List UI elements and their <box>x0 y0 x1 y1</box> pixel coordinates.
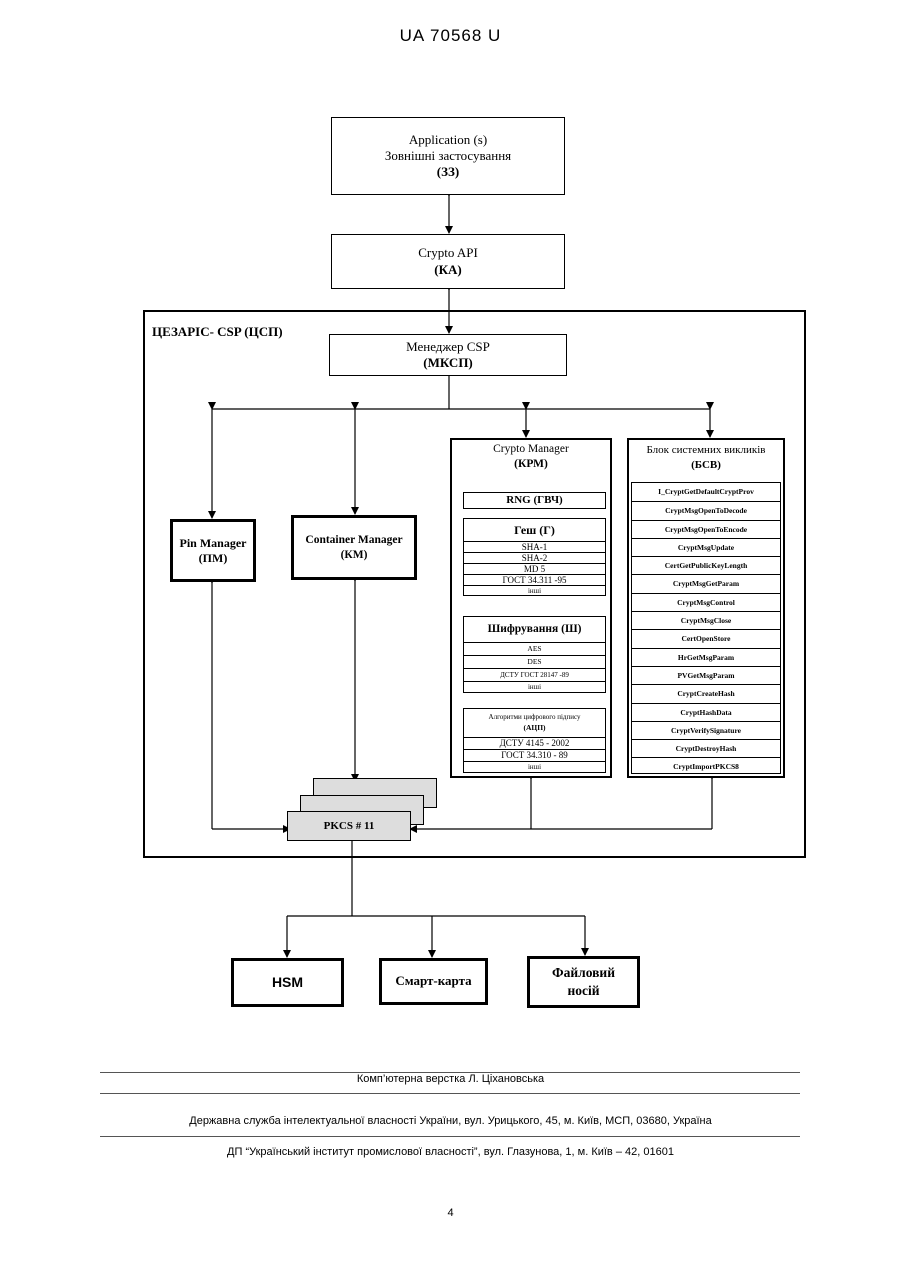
system-call-item: CryptMsgOpenToEncode <box>632 520 780 538</box>
hash-item: MD 5 <box>464 563 605 574</box>
office-address: Державна служба інтелектуальної власност… <box>0 1115 901 1127</box>
system-call-item: CertGetPublicKeyLength <box>632 556 780 574</box>
system-call-item: CryptMsgUpdate <box>632 538 780 556</box>
system-call-item: CryptMsgOpenToDecode <box>632 501 780 519</box>
system-call-item: CryptImportPKCS8 <box>632 757 780 775</box>
pin-manager-abbr: (ПМ) <box>199 551 228 566</box>
csp-manager-abbr: (МКСП) <box>423 355 473 371</box>
system-calls-title: Блок системних викликів <box>629 443 783 457</box>
system-call-item: CryptCreateHash <box>632 684 780 702</box>
rng-box: RNG (ГВЧ) <box>463 492 606 509</box>
hash-item: інші <box>464 585 605 596</box>
cipher-item: AES <box>464 642 605 655</box>
crypto-api-title: Crypto API <box>418 245 478 261</box>
hsm-label: HSM <box>272 974 303 992</box>
crypto-manager-title: Crypto Manager <box>452 442 610 457</box>
csp-manager-box: Менеджер CSP (МКСП) <box>329 334 567 376</box>
system-call-item: CryptMsgGetParam <box>632 574 780 592</box>
cipher-box: Шифрування (Ш) AES DES ДСТУ ГОСТ 28147 -… <box>463 616 606 693</box>
container-manager-box: Container Manager (КМ) <box>291 515 417 580</box>
crypto-api-abbr: (КА) <box>434 262 461 278</box>
system-call-item: CertOpenStore <box>632 629 780 647</box>
application-title: Application (s) <box>409 132 487 148</box>
pkcs-label: PKCS # 11 <box>324 820 375 832</box>
cipher-item: ДСТУ ГОСТ 28147 -89 <box>464 668 605 681</box>
signature-box: Алгоритми цифрового підпису (АЦП) ДСТУ 4… <box>463 708 606 773</box>
system-call-item: CryptMsgControl <box>632 593 780 611</box>
signature-abbr: (АЦП) <box>464 723 605 737</box>
csp-manager-title: Менеджер CSP <box>406 339 490 355</box>
system-calls-box: Блок системних викликів (БСВ) I_CryptGet… <box>627 438 785 778</box>
system-calls-abbr: (БСВ) <box>629 458 783 472</box>
smart-card-label: Смарт-карта <box>395 973 471 989</box>
signature-item: ДСТУ 4145 - 2002 <box>464 737 605 749</box>
system-call-item: CryptDestroyHash <box>632 739 780 757</box>
crypto-api-box: Crypto API (КА) <box>331 234 565 289</box>
application-abbr: (ЗЗ) <box>437 164 459 180</box>
system-call-item: CryptMsgClose <box>632 611 780 629</box>
crypto-manager-abbr: (КРМ) <box>452 457 610 472</box>
layout-credit: Комп’ютерна верстка Л. Ціхановська <box>0 1073 901 1085</box>
cipher-item: DES <box>464 655 605 668</box>
page-number: 4 <box>0 1207 901 1219</box>
hash-item: SHA-1 <box>464 541 605 552</box>
signature-item: інші <box>464 761 605 772</box>
system-call-item: CryptHashData <box>632 703 780 721</box>
application-subtitle: Зовнішні застосування <box>385 148 511 164</box>
system-call-item: CryptVerifySignature <box>632 721 780 739</box>
rng-label: RNG (ГВЧ) <box>506 494 562 506</box>
hsm-box: HSM <box>231 958 344 1007</box>
signature-title: Алгоритми цифрового підпису <box>464 709 605 723</box>
footer-divider-middle <box>100 1093 800 1094</box>
hash-item: SHA-2 <box>464 552 605 563</box>
csp-frame-label: ЦЕЗАРІС- CSP (ЦСП) <box>152 324 283 340</box>
file-media-label-line2: носій <box>567 982 599 1000</box>
system-call-item: HrGetMsgParam <box>632 648 780 666</box>
system-call-item: PVGetMsgParam <box>632 666 780 684</box>
footer-divider-bottom <box>100 1136 800 1137</box>
institute-address: ДП “Український інститут промислової вла… <box>0 1146 901 1158</box>
smart-card-box: Смарт-карта <box>379 958 488 1005</box>
container-manager-abbr: (КМ) <box>341 548 368 562</box>
application-box: Application (s) Зовнішні застосування (З… <box>331 117 565 195</box>
cipher-title: Шифрування (Ш) <box>464 617 605 642</box>
signature-item: ГОСТ 34.310 - 89 <box>464 749 605 761</box>
hash-item: ГОСТ 34.311 -95 <box>464 574 605 585</box>
pkcs-box: PKCS # 11 <box>287 811 411 841</box>
file-media-label-line1: Файловий <box>552 964 615 982</box>
system-call-item: I_CryptGetDefaultCryptProv <box>632 483 780 501</box>
pin-manager-box: Pin Manager (ПМ) <box>170 519 256 582</box>
pin-manager-title: Pin Manager <box>180 536 247 551</box>
hash-box: Геш (Г) SHA-1 SHA-2 MD 5 ГОСТ 34.311 -95… <box>463 518 606 596</box>
file-media-box: Файловий носій <box>527 956 640 1008</box>
crypto-manager-box: Crypto Manager (КРМ) RNG (ГВЧ) Геш (Г) S… <box>450 438 612 778</box>
container-manager-title: Container Manager <box>305 533 402 547</box>
hash-title: Геш (Г) <box>464 519 605 541</box>
cipher-item: інші <box>464 681 605 693</box>
system-calls-list: I_CryptGetDefaultCryptProv CryptMsgOpenT… <box>631 482 781 774</box>
